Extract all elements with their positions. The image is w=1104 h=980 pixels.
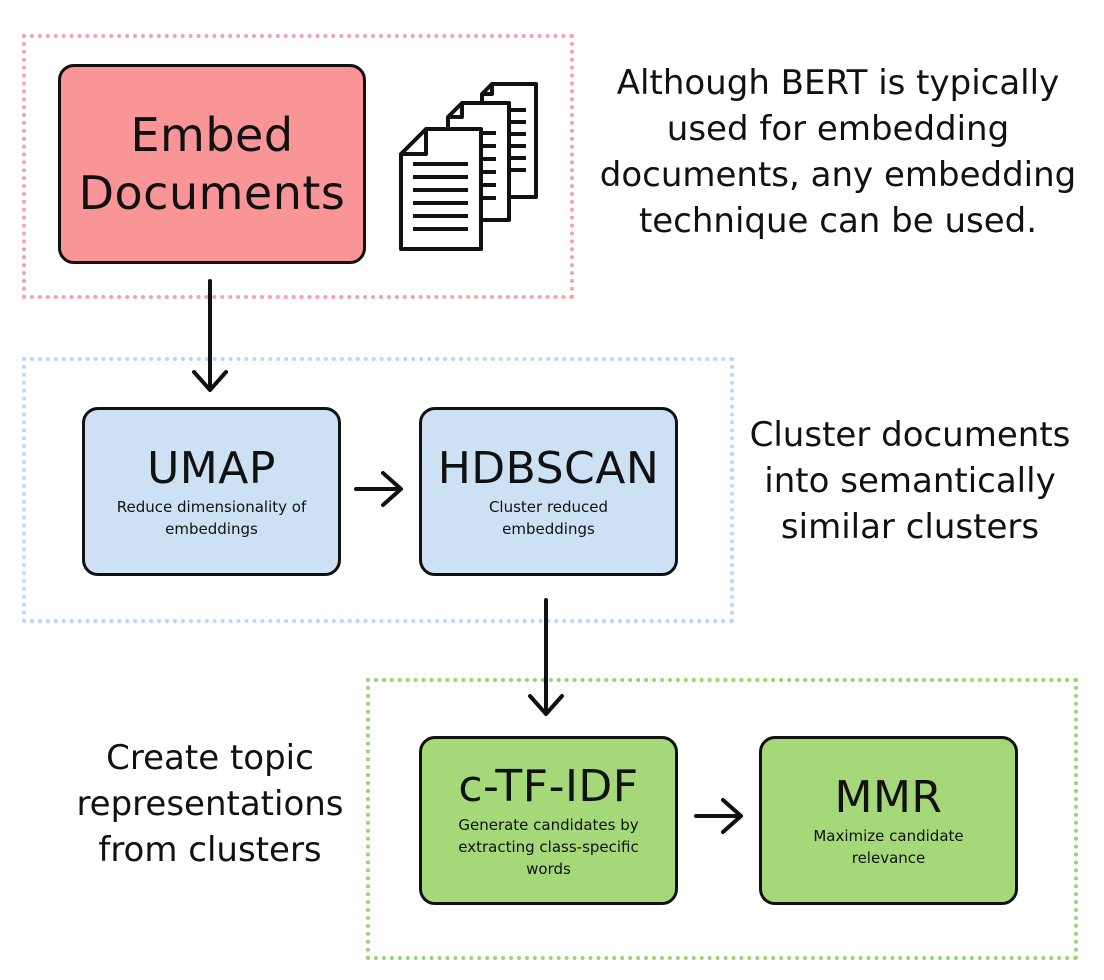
arrow-embed-to-umap [192, 279, 228, 392]
clustering-stage-frame [22, 357, 734, 623]
embedding-note: Although BERT is typically used for embe… [599, 63, 1077, 241]
arrow-hdbscan-to-ctfidf [528, 598, 564, 716]
ctfidf-title: c-TF-IDF [458, 760, 639, 812]
embed-documents-title: Embed Documents [78, 108, 346, 220]
document-front [399, 127, 483, 251]
mmr-subtitle: Maximize candidate relevance [813, 826, 964, 867]
topic-note: Create topic representations from cluste… [76, 738, 344, 870]
ctfidf-subtitle: Generate candidates by extracting class-… [458, 815, 639, 878]
arrow-umap-to-hdbscan [354, 471, 403, 507]
mmr-box: MMR Maximize candidate relevance [759, 736, 1018, 905]
umap-title: UMAP [147, 442, 276, 494]
topic-stage-frame [366, 678, 1078, 960]
hdbscan-subtitle: Cluster reduced embeddings [488, 497, 609, 538]
embedding-stage-frame [22, 34, 574, 299]
documents-icon [399, 82, 538, 251]
umap-subtitle: Reduce dimensionality of embeddings [116, 497, 307, 538]
mmr-title: MMR [834, 771, 943, 823]
hdbscan-box: HDBSCAN Cluster reduced embeddings [419, 407, 678, 576]
hdbscan-title: HDBSCAN [437, 442, 660, 494]
ctfidf-box: c-TF-IDF Generate candidates by extracti… [419, 736, 678, 905]
embed-documents-box: Embed Documents [58, 64, 366, 264]
arrow-ctfidf-to-mmr [694, 798, 743, 834]
clustering-note: Cluster documents into semantically simi… [749, 415, 1071, 547]
umap-box: UMAP Reduce dimensionality of embeddings [82, 407, 341, 576]
